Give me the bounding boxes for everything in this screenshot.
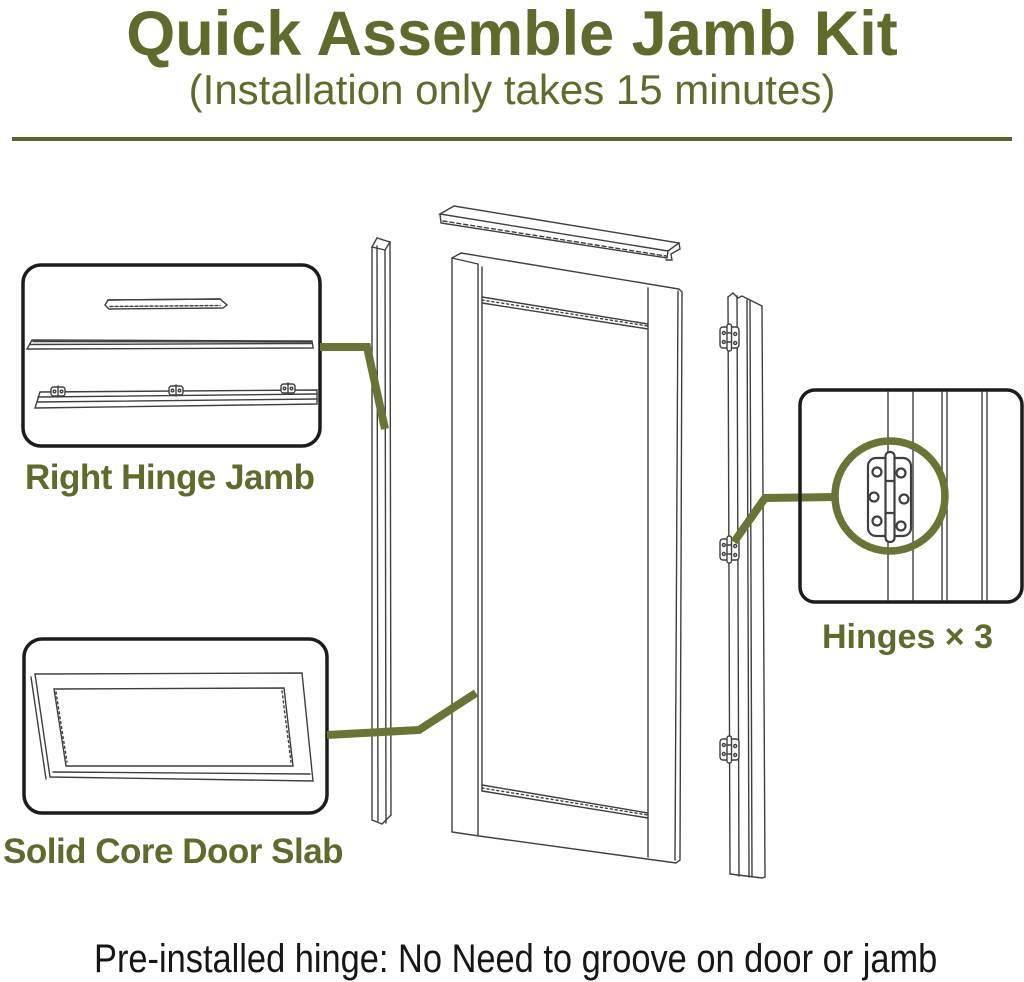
jamb-stop-strip [104,298,229,310]
page-subtitle: (Installation only takes 15 minutes) [188,66,836,113]
strip-hinge-1 [50,385,66,398]
callout-line-door-slab [326,689,479,739]
jamb-hinge-middle [719,535,740,564]
callout-lines [320,343,838,739]
door-slab-drawing [451,252,683,864]
hinge-jamb-drawing [719,292,766,879]
door-slab-top-view [30,672,314,782]
hinge-highlight-circle [831,437,949,555]
strip-hinge-3 [280,382,296,395]
callout-line-hinge [730,493,838,545]
hinges-count-label: Hinges × 3 [822,618,994,656]
hinges-callout-box [798,388,1024,604]
strip-hinge-2 [168,384,184,397]
solid-core-door-slab-label: Solid Core Door Slab [3,832,344,871]
door-slab-callout-box [22,637,329,815]
side-jamb-strip-drawing [370,237,392,825]
hinge-closeup [866,450,913,544]
jamb-hinge-top [719,323,740,352]
jamb-hinge-strip [34,382,318,409]
jamb-hinge-bottom [719,735,740,764]
right-hinge-jamb-label: Right Hinge Jamb [25,458,315,497]
callout-line-right-hinge-jamb [320,343,389,430]
jamb-long-strip [25,339,314,350]
page-title: Quick Assemble Jamb Kit [126,0,898,69]
header-divider [12,137,1012,141]
right-hinge-jamb-callout-box [21,263,322,448]
head-jamb-drawing [437,205,681,261]
footnote-text: Pre-installed hinge: No Need to groove o… [94,937,938,981]
